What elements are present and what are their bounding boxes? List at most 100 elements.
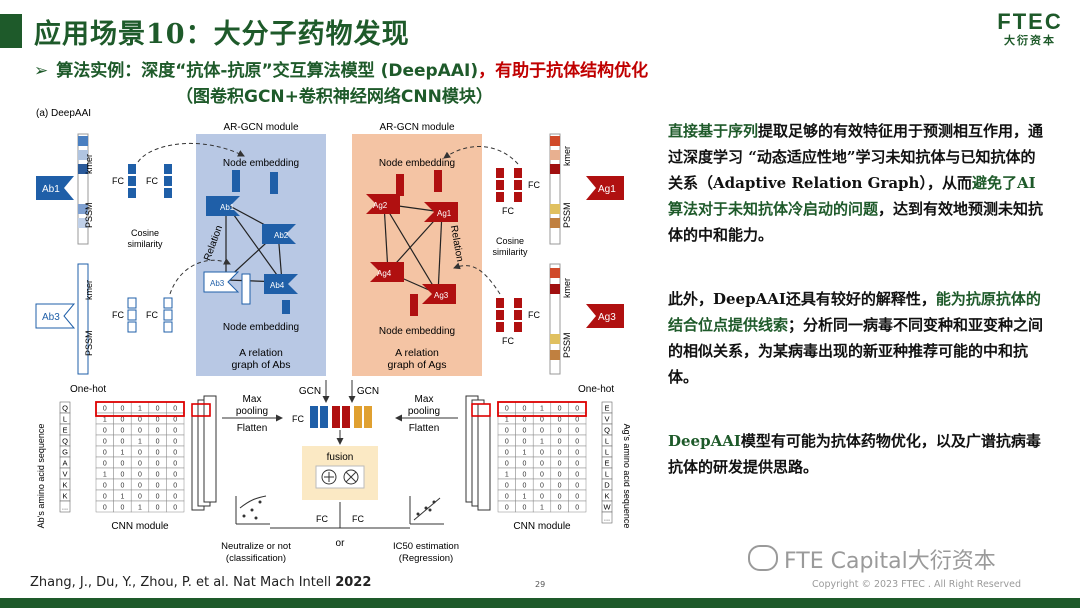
grid-value: 0 <box>575 450 579 457</box>
grid-value: 0 <box>120 417 124 424</box>
grid-value: 0 <box>156 494 160 501</box>
grid-value: 0 <box>575 494 579 501</box>
maxpool-left-1: Max <box>243 394 262 405</box>
grid-value: 0 <box>173 494 177 501</box>
grid-value: 1 <box>540 406 544 413</box>
page-number: 29 <box>535 580 546 589</box>
fc-label-3: FC <box>112 310 124 320</box>
grid-value: 0 <box>505 505 509 512</box>
ag1-input-icon <box>586 176 624 200</box>
grid-value: 0 <box>575 417 579 424</box>
grid-value: 0 <box>558 461 562 468</box>
grid-value: 1 <box>138 406 142 413</box>
maxpool-right-2: pooling <box>408 406 440 417</box>
grid-value: 0 <box>138 461 142 468</box>
amino-letter: Q <box>62 404 68 413</box>
grid-value: 0 <box>522 505 526 512</box>
grid-value: 0 <box>120 461 124 468</box>
grid-value: 1 <box>138 505 142 512</box>
letter-cell <box>59 500 71 513</box>
grid-value: 0 <box>558 472 562 479</box>
subtitle-red: 有助于抗体结构优化 <box>495 61 649 81</box>
grid-value: 0 <box>156 417 160 424</box>
grid-value: 0 <box>173 505 177 512</box>
fc-label-6: FC <box>502 206 514 216</box>
node-embedding-bottom-right: Node embedding <box>379 326 455 337</box>
grid-value: 0 <box>540 483 544 490</box>
ar-gcn-panel-ags <box>352 134 482 376</box>
subtitle: ➢算法实例：深度“抗体-抗原”交互算法模型 (DeepAAI)，有助于抗体结构优… <box>34 56 648 81</box>
arrow-ag1-to-gcn <box>443 146 519 165</box>
grid-cell <box>568 500 587 513</box>
ab1-feature-column <box>77 133 89 245</box>
regression-plot-icon <box>409 496 444 525</box>
fc-label-5: FC <box>528 180 540 190</box>
cnn-module-left: CNN module <box>111 521 169 532</box>
wechat-icon <box>748 545 778 571</box>
node-embedding-bottom-left: Node embedding <box>223 322 299 333</box>
ab4-node-label: Ab4 <box>270 281 285 290</box>
ab-highlight-row <box>95 401 185 417</box>
p2-black-a: 此外，DeepAAI还具有较好的解释性， <box>668 290 936 308</box>
node-embedding-top-left: Node embedding <box>223 158 299 169</box>
watermark-text: FTE Capital大衍资本 <box>784 549 996 574</box>
amino-letter: L <box>605 437 609 446</box>
arrow-ag3-to-gcn <box>453 262 501 295</box>
logo-text: FTEC <box>997 9 1063 34</box>
onehot-left: One-hot <box>70 384 106 395</box>
ag4-node-label: Ag4 <box>377 269 392 278</box>
pssm-label-ag3: PSSM <box>562 332 572 358</box>
kmer-label-ag3: kmer <box>562 278 572 298</box>
grid-value: 0 <box>120 472 124 479</box>
grid-value: 0 <box>522 417 526 424</box>
grid-value: 0 <box>505 406 509 413</box>
pssm-label-ab3: PSSM <box>84 330 94 356</box>
ag4-node-icon <box>370 262 404 282</box>
grid-value: 0 <box>103 439 107 446</box>
p2-black-b: ；分析同一病毒不同变种和亚变种之间的相似关系，为某病毒出现的新亚种推荐可能的中和… <box>668 316 1044 386</box>
ab2-node-icon <box>262 224 296 244</box>
ag1-input-label: Ag1 <box>598 184 616 195</box>
grid-value: 0 <box>575 428 579 435</box>
cosine-right-1: Cosine <box>496 236 524 246</box>
grid-value: 0 <box>156 461 160 468</box>
grid-value: 1 <box>103 417 107 424</box>
reference-citation: Zhang, J., Du, Y., Zhou, P. et al. Nat M… <box>30 575 371 590</box>
reference-text: Zhang, J., Du, Y., Zhou, P. et al. Nat M… <box>30 575 336 590</box>
onehot-right: One-hot <box>578 384 614 395</box>
grid-value: 0 <box>103 483 107 490</box>
deepaai-figure: (a) DeepAAI AR-GCN module AR-GCN module … <box>30 104 630 570</box>
grid-value: 0 <box>558 505 562 512</box>
ag3-input-label: Ag3 <box>598 312 616 323</box>
grid-value: 0 <box>540 472 544 479</box>
amino-letter: K <box>604 492 609 501</box>
graph-ags-line2: graph of Ags <box>388 359 447 371</box>
fusion-label: fusion <box>327 452 354 463</box>
fc-label-2: FC <box>146 176 158 186</box>
grid-value: 0 <box>505 483 509 490</box>
grid-value: 0 <box>540 450 544 457</box>
ar-gcn-label-right: AR-GCN module <box>379 122 454 133</box>
grid-value: 0 <box>522 472 526 479</box>
paragraph-2: 此外，DeepAAI还具有较好的解释性，能为抗原抗体的结合位点提供线索；分析同一… <box>668 286 1050 390</box>
fc-bars-ab1 <box>128 164 136 198</box>
ab1-input-label: Ab1 <box>42 184 60 195</box>
grid-value: 0 <box>156 428 160 435</box>
amino-letter: L <box>605 470 609 479</box>
subtitle-2: （图卷积GCN+卷积神经网络CNN模块） <box>176 87 493 107</box>
kmer-label-ab3: kmer <box>84 280 94 300</box>
amino-letter: ... <box>62 503 68 512</box>
grid-value: 0 <box>505 428 509 435</box>
grid-value: 0 <box>558 428 562 435</box>
grid-value: 0 <box>156 406 160 413</box>
grid-value: 0 <box>540 417 544 424</box>
grid-value: 0 <box>505 450 509 457</box>
ab-nodes: Ab1 Ab2 Ab3 Ab4 <box>203 170 298 314</box>
grid-value: 0 <box>138 472 142 479</box>
fc-out-left: FC <box>316 514 328 524</box>
grid-value: 0 <box>540 494 544 501</box>
grid-value: 0 <box>575 406 579 413</box>
grid-value: 0 <box>173 472 177 479</box>
grid-value: 0 <box>173 439 177 446</box>
graph-abs-line2: graph of Abs <box>232 359 291 371</box>
